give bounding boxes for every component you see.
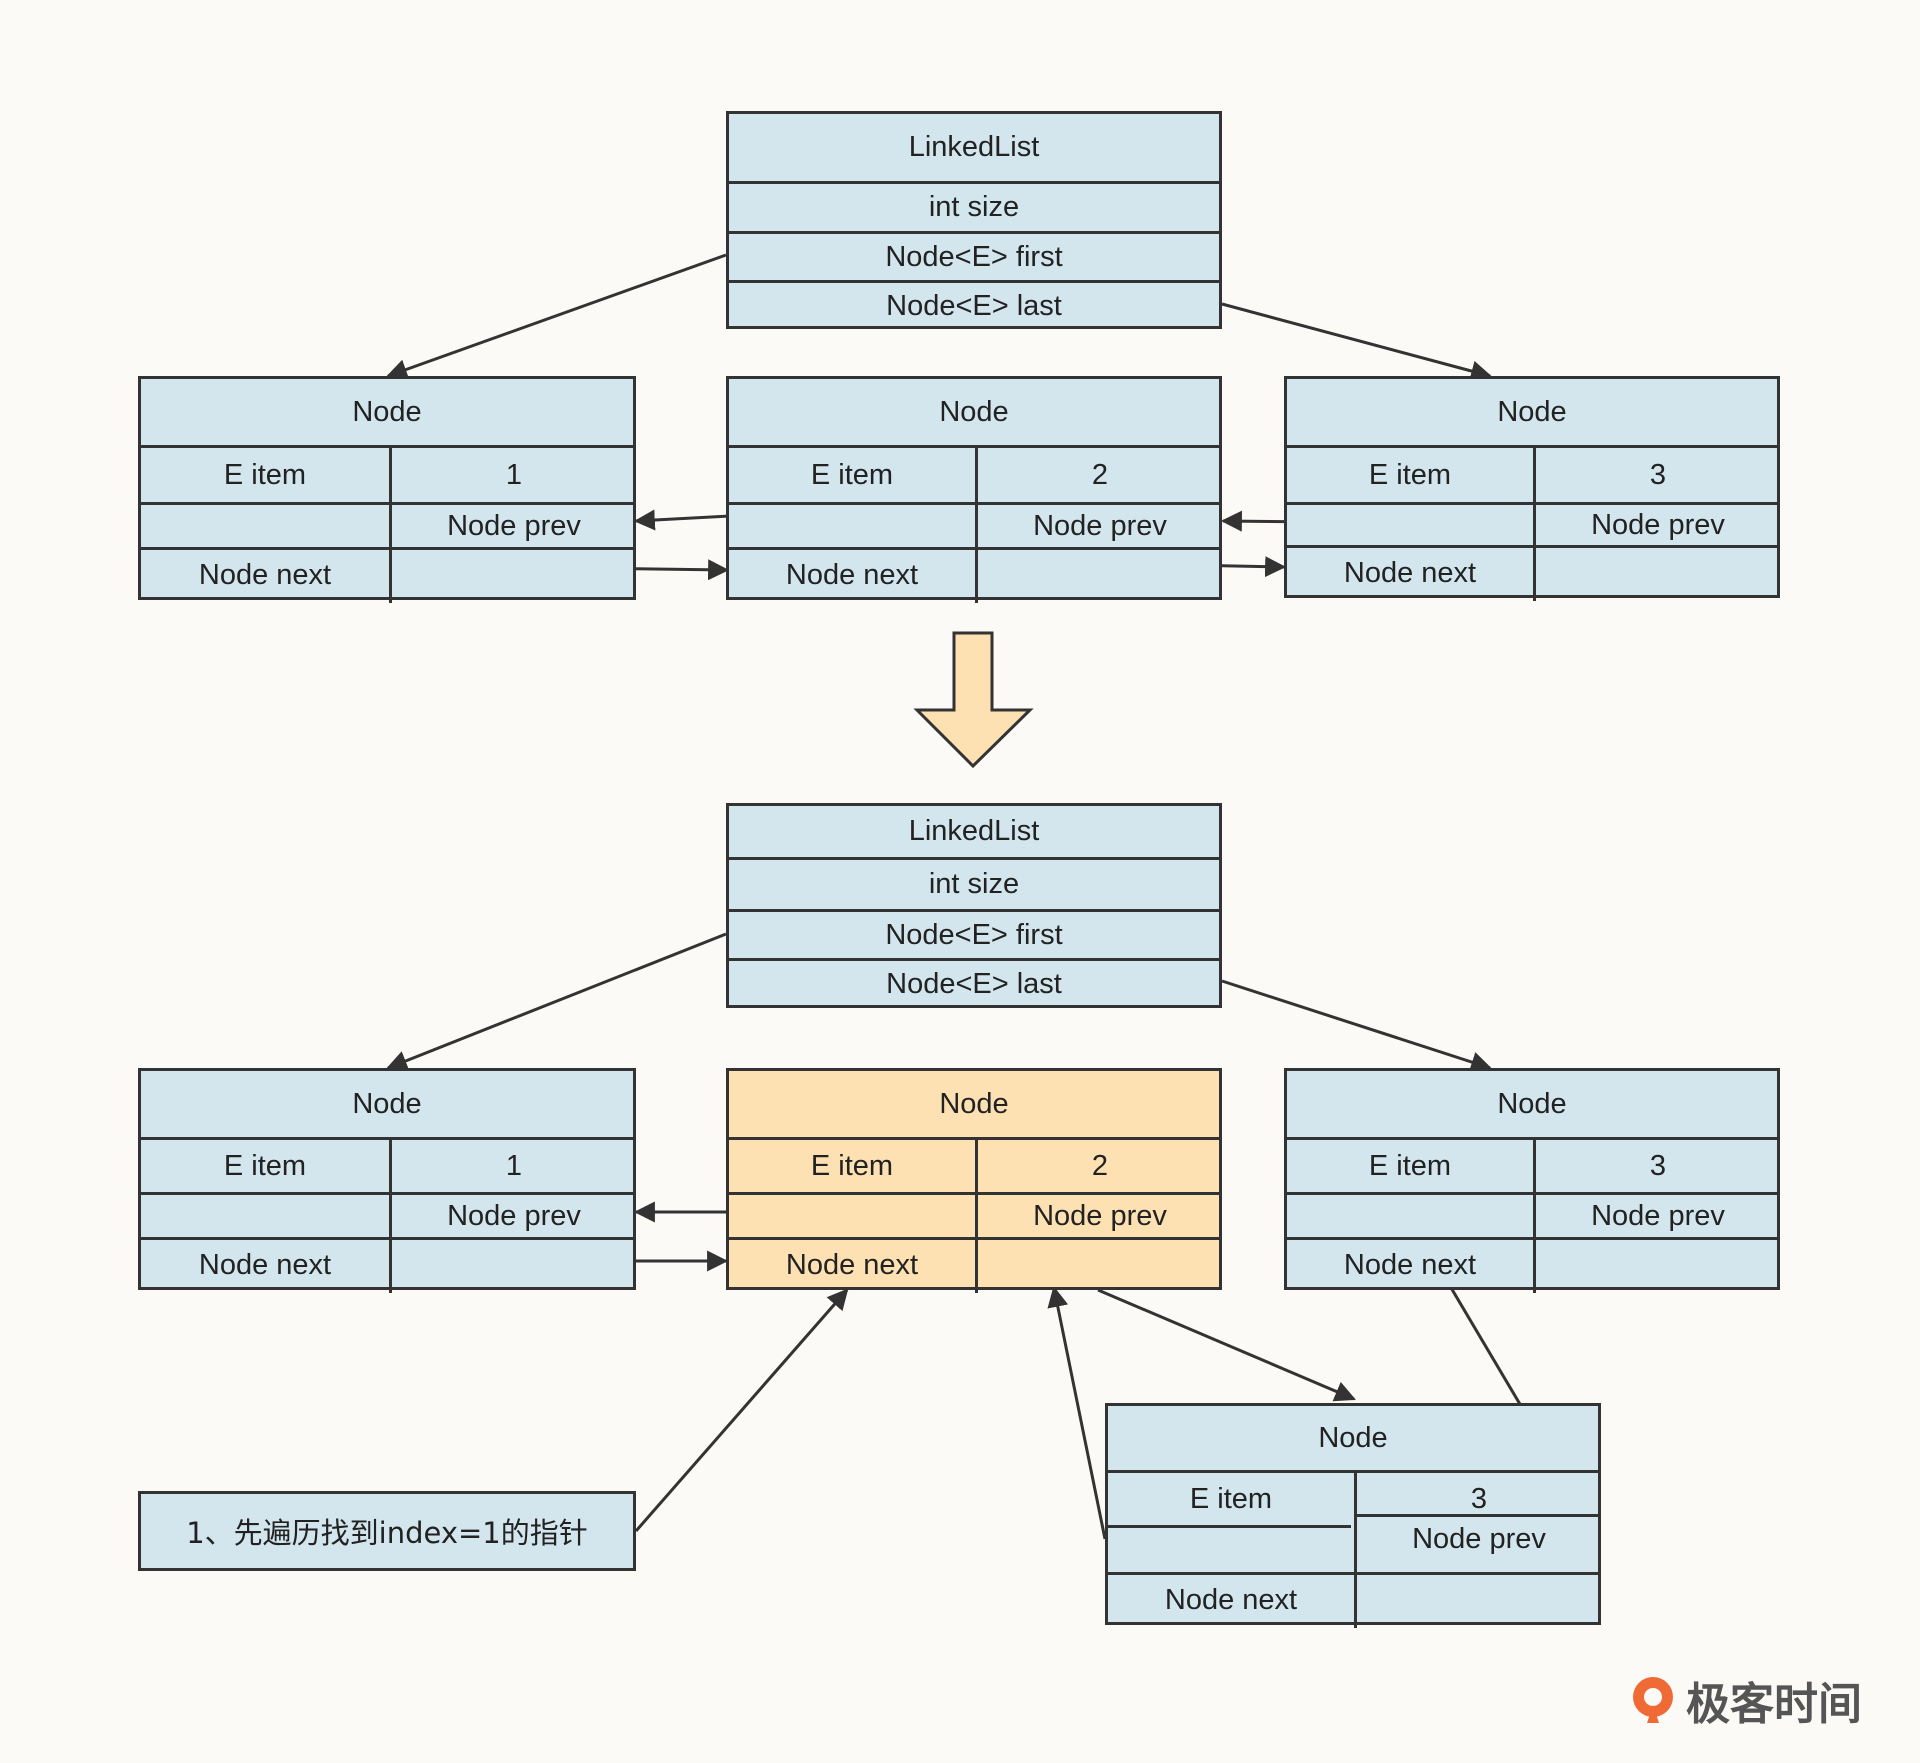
node-prev-label: Node prev xyxy=(447,509,581,542)
node-item-value: 1 xyxy=(505,458,523,491)
linkedlist-title: LinkedList xyxy=(908,815,1040,847)
linkedlist-title: LinkedList xyxy=(908,131,1040,163)
linkedlist-field-size: int size xyxy=(928,191,1020,223)
node-title: Node xyxy=(1497,1087,1567,1120)
node-item-value: 2 xyxy=(1091,1149,1109,1182)
arrow-node2-to-newnode xyxy=(1097,1288,1356,1402)
arrow-first-to-node1-b xyxy=(386,932,727,1071)
linkedlist-box-top: LinkedList int size Node<E> first Node<E… xyxy=(726,111,1222,329)
node-prev-label: Node prev xyxy=(1591,1199,1725,1232)
arrow-last-to-node3 xyxy=(1221,302,1493,382)
node-title: Node xyxy=(352,1087,422,1120)
node-item-value: 3 xyxy=(1470,1482,1488,1515)
node-item-value: 1 xyxy=(505,1149,523,1182)
node-2-bottom-highlighted: Node E item 2 Node prev Node next xyxy=(726,1068,1222,1293)
brand-logo: 极客时间 xyxy=(1628,1668,1862,1732)
node-item-label: E item xyxy=(810,1149,894,1182)
node-prev-label: Node prev xyxy=(447,1199,581,1232)
linkedlist-field-last: Node<E> last xyxy=(886,968,1062,1000)
node-title: Node xyxy=(1497,395,1567,428)
linkedlist-field-first: Node<E> first xyxy=(885,918,1063,951)
node-item-value: 3 xyxy=(1649,1149,1667,1182)
node-prev-label: Node prev xyxy=(1412,1522,1546,1555)
node-next-label: Node next xyxy=(1343,1248,1477,1281)
node-item-value: 2 xyxy=(1091,458,1109,491)
node-title: Node xyxy=(352,395,422,428)
node-new: Node E item 3 Node prev Node next xyxy=(1105,1403,1601,1628)
node-title: Node xyxy=(939,1087,1009,1120)
node-item-label: E item xyxy=(1189,1482,1273,1515)
linkedlist-field-first: Node<E> first xyxy=(885,240,1063,273)
node-next-label: Node next xyxy=(1343,556,1477,589)
node-next-label: Node next xyxy=(198,558,332,591)
step-note: 1、先遍历找到index=1的指针 xyxy=(138,1491,636,1571)
node-title: Node xyxy=(939,395,1009,428)
node-title: Node xyxy=(1318,1421,1388,1454)
node-next-label: Node next xyxy=(785,558,919,591)
node-item-label: E item xyxy=(223,1149,307,1182)
arrow-newnode-to-node2 xyxy=(1047,1285,1107,1540)
node-1-top: Node E item 1 Node prev Node next xyxy=(138,376,636,603)
linkedlist-field-size: int size xyxy=(928,868,1020,900)
node-1-bottom: Node E item 1 Node prev Node next xyxy=(138,1068,636,1293)
logo-mark-icon xyxy=(1628,1675,1678,1725)
node-item-value: 3 xyxy=(1649,458,1667,491)
linkedlist-box-bottom: LinkedList int size Node<E> first Node<E… xyxy=(726,803,1222,1008)
transition-down-arrow xyxy=(913,631,1034,769)
arrow-first-to-node1 xyxy=(386,253,727,380)
node-next-label: Node next xyxy=(785,1248,919,1281)
node-3-bottom: Node E item 3 Node prev Node next xyxy=(1284,1068,1780,1293)
node-item-label: E item xyxy=(223,458,307,491)
arrow-note-to-node2 xyxy=(634,1288,849,1532)
logo-text: 极客时间 xyxy=(1686,1679,1862,1730)
node-prev-label: Node prev xyxy=(1591,508,1725,541)
node-prev-label: Node prev xyxy=(1033,509,1167,542)
node-item-label: E item xyxy=(1368,458,1452,491)
node-next-label: Node next xyxy=(198,1248,332,1281)
node-prev-label: Node prev xyxy=(1033,1199,1167,1232)
arrow-last-to-node3-b xyxy=(1221,979,1492,1073)
node-2-top: Node E item 2 Node prev Node next xyxy=(726,376,1222,603)
node-item-label: E item xyxy=(1368,1149,1452,1182)
linkedlist-field-last: Node<E> last xyxy=(886,289,1062,322)
node-next-label: Node next xyxy=(1164,1583,1298,1616)
node-3-top: Node E item 3 Node prev Node next xyxy=(1284,376,1780,601)
node-item-label: E item xyxy=(810,458,894,491)
